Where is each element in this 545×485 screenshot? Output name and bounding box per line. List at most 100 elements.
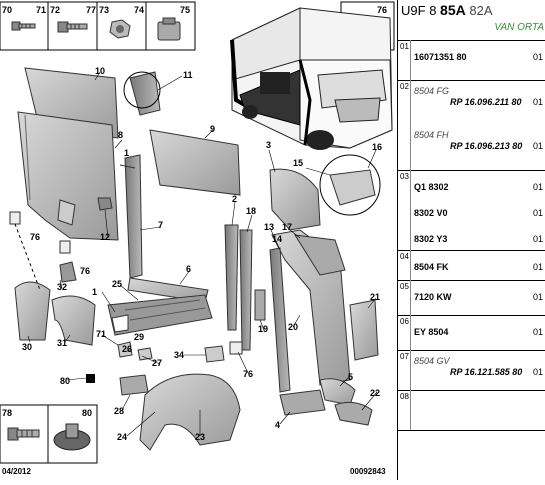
callout-6: 6: [186, 264, 191, 274]
callout-10: 10: [95, 66, 105, 76]
callout-76-top: 76: [377, 5, 387, 15]
model-code: U9F 8 85A 82A: [401, 2, 493, 18]
callout-34: 34: [174, 350, 184, 360]
floor-25-ribs: [124, 299, 206, 321]
callout-18: 18: [246, 206, 256, 216]
panel-8-edge: [24, 114, 31, 201]
screw-72-icon: [57, 21, 88, 33]
parts-row-06[interactable]: 06 EY 8504 01: [398, 315, 545, 351]
part-quantity: 01: [532, 97, 543, 107]
panel-8: [17, 111, 119, 241]
callout-31: 31: [57, 338, 67, 348]
plate-34: [204, 345, 225, 363]
model-num: 8: [429, 3, 437, 18]
callout-20: 20: [288, 322, 298, 332]
callout-9: 9: [210, 124, 215, 134]
model-code-bold: 85A: [440, 2, 466, 18]
row-number: 06: [400, 317, 409, 326]
part-quantity: 01: [532, 141, 543, 151]
callout-72: 72: [50, 5, 60, 15]
row-divider: [410, 315, 411, 350]
strip-18: [239, 229, 253, 351]
part-code: 8302 Y3: [414, 234, 448, 244]
clip-33: [57, 199, 76, 226]
callout-78: 78: [2, 408, 12, 418]
callout-5: 5: [348, 372, 353, 382]
pillar-7-brace: [119, 164, 136, 169]
screw-70-icon: [11, 21, 36, 31]
part-code: 7120 KW: [414, 292, 452, 302]
part-quantity: 01: [532, 52, 543, 62]
callout-3: 3: [266, 140, 271, 150]
row-divider: [410, 170, 411, 250]
van-illustration: [230, 7, 393, 150]
strip-2: [224, 224, 239, 331]
bracket-22: [334, 401, 373, 426]
row-divider: [410, 40, 411, 80]
part-code: 8302 V0: [414, 208, 448, 218]
exploded-diagram: 70 71 72 77 73 74 75 76 10 11 8 9 3 15 1…: [0, 1, 395, 476]
part-code: Q1 8302: [414, 182, 449, 192]
row-number: 02: [400, 82, 409, 91]
diagram-drawing: 70 71 72 77 73 74 75 76 10 11 8 9 3 15 1…: [0, 1, 395, 476]
part-quantity: 01: [532, 234, 543, 244]
row-divider: [410, 390, 411, 430]
pillar-7: [124, 154, 143, 279]
bracket-27: [137, 347, 153, 361]
fender-3: [269, 168, 321, 231]
callout-13: 13: [264, 222, 274, 232]
bottom-kit-box: [0, 404, 98, 464]
callout-76-c: 76: [243, 369, 253, 379]
callout-73: 73: [99, 5, 109, 15]
model-prefix: U9F: [401, 3, 426, 18]
bracket-29: [111, 314, 129, 333]
pillar-13: [269, 247, 291, 393]
part-quantity: 01: [532, 367, 543, 377]
bracket-17: [294, 234, 346, 276]
clip-76-c: [229, 341, 243, 355]
clip-12: [97, 197, 113, 211]
callout-71: 71: [36, 5, 46, 15]
part-quantity: 01: [532, 327, 543, 337]
callout-76-b: 76: [80, 266, 90, 276]
callout-30: 30: [22, 342, 32, 352]
bracket-4: [279, 389, 326, 416]
callout-7: 7: [158, 220, 163, 230]
row-divider: [410, 350, 411, 390]
callout-32: 32: [57, 282, 67, 292]
parts-row-08[interactable]: 08: [398, 390, 545, 431]
row-number: 03: [400, 172, 409, 181]
part-code: EY 8504: [414, 327, 449, 337]
callout-75: 75: [180, 5, 190, 15]
model-suffix: 82A: [469, 3, 493, 18]
clip-32: [59, 261, 77, 283]
callout-80b: 80: [60, 376, 70, 386]
callout-80: 80: [82, 408, 92, 418]
part-code: 8504 GV: [414, 356, 450, 366]
row-divider: [410, 80, 411, 170]
callout-8: 8: [118, 130, 123, 140]
nut-80: [86, 374, 95, 383]
callout-21: 21: [370, 292, 380, 302]
part-reference: RP 16.121.585 80: [450, 367, 523, 377]
part-code: 8504 FG: [414, 86, 450, 96]
arch-30: [14, 281, 51, 341]
callout-11: 11: [183, 70, 193, 80]
hardware-kit-box: [0, 1, 196, 51]
callout-70: 70: [2, 5, 12, 15]
drawing-number: 00092843: [350, 467, 386, 476]
callout-15: 15: [293, 158, 303, 168]
bracket-5: [319, 378, 356, 406]
bracket-19: [254, 289, 266, 321]
callout-26: 26: [122, 344, 132, 354]
callout-16: 16: [372, 142, 382, 152]
callout-12: 12: [100, 232, 110, 242]
